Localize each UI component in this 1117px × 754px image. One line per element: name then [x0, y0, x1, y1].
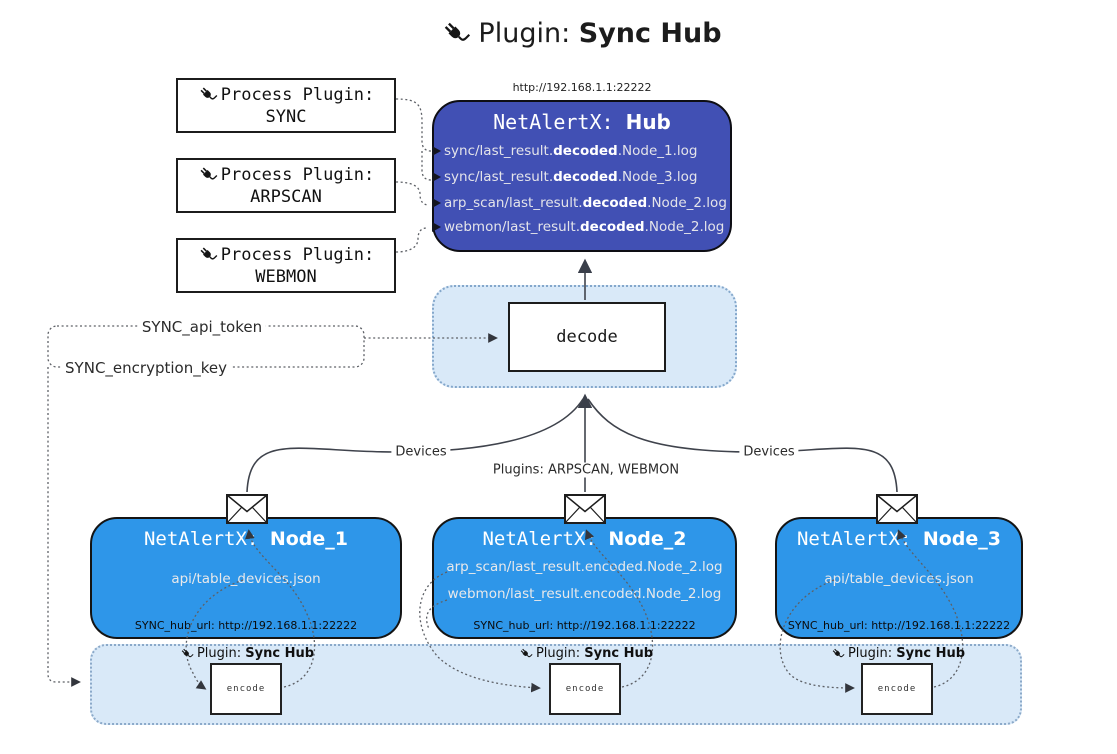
band-plugin-label: Plugin: Sync Hub: [180, 646, 314, 661]
plug-icon: [198, 164, 218, 183]
process-plugin-box-arpscan: Process Plugin: ARPSCAN: [176, 158, 396, 213]
sync-encryption-key-label: SYNC_encryption_key: [61, 359, 231, 377]
hub-log-list: sync/last_result.decoded.Node_1.log sync…: [432, 139, 730, 239]
page-title-text: Plugin: Sync Hub: [478, 18, 722, 49]
plug-icon: [198, 244, 218, 263]
node-files: arp_scan/last_result.encoded.Node_2.log …: [434, 554, 735, 608]
connector-webmon-plugin: [395, 227, 428, 253]
decode-box: decode: [508, 302, 666, 372]
hub-log-line: sync/last_result.decoded.Node_3.log: [432, 165, 730, 189]
node-box-1: NetAlertX: Node_1 api/table_devices.json…: [90, 517, 402, 639]
process-plugin-label: Process Plugin:: [220, 244, 375, 265]
plug-icon: [519, 646, 533, 659]
process-plugin-name: ARPSCAN: [250, 186, 322, 207]
node-box-3: NetAlertX: Node_3 api/table_devices.json…: [775, 517, 1023, 639]
encode-box: encode: [549, 663, 621, 715]
arrow-bullet-icon: [432, 198, 441, 208]
envelope-icon: [226, 494, 268, 524]
process-plugin-name: WEBMON: [255, 266, 317, 287]
process-plugin-box-webmon: Process Plugin: WEBMON: [176, 238, 396, 293]
envelope-icon: [876, 494, 918, 524]
node-file: webmon/last_result.encoded.Node_2.log: [447, 586, 722, 602]
node-title: NetAlertX: Node_1: [143, 528, 348, 550]
page-title: Plugin: Sync Hub: [46, 18, 1117, 49]
hub-title: NetAlertX: Hub: [493, 110, 671, 134]
encode-box: encode: [210, 663, 282, 715]
band-plugin-text: Plugin: Sync Hub: [535, 646, 654, 661]
process-plugin-label: Process Plugin:: [220, 164, 375, 185]
plug-icon: [180, 646, 194, 659]
plug-icon: [198, 84, 218, 103]
devices-edge-label-right: Devices: [739, 444, 799, 460]
hub-log-line: arp_scan/last_result.decoded.Node_2.log: [432, 191, 730, 215]
connector-sync-plugin: [395, 98, 432, 181]
band-plugin-label: Plugin: Sync Hub: [519, 646, 653, 661]
arrow-bullet-icon: [432, 146, 441, 156]
node-files: api/table_devices.json: [92, 566, 400, 593]
band-plugin-text: Plugin: Sync Hub: [847, 646, 966, 661]
node-file: api/table_devices.json: [171, 571, 321, 587]
envelope-icon: [564, 494, 606, 524]
plugins-edge-label: Plugins: ARPSCAN, WEBMON: [488, 462, 684, 478]
node-hub-url: SYNC_hub_url: http://192.168.1.1:22222: [473, 619, 696, 632]
devices-edge-label-left: Devices: [391, 444, 451, 460]
hub-url: http://192.168.1.1:22222: [512, 81, 652, 94]
connector-key-to-band: [47, 367, 81, 687]
plug-icon: [443, 18, 471, 46]
band-plugin-label: Plugin: Sync Hub: [831, 646, 965, 661]
connector-arpscan-plugin: [395, 181, 430, 206]
node-file: api/table_devices.json: [824, 571, 974, 587]
process-plugin-box-sync: Process Plugin: SYNC: [176, 78, 396, 133]
hub-box: NetAlertX: Hub sync/last_result.decoded.…: [432, 100, 732, 252]
plug-icon: [831, 646, 845, 659]
node-hub-url: SYNC_hub_url: http://192.168.1.1:22222: [787, 619, 1011, 632]
node-box-2: NetAlertX: Node_2 arp_scan/last_result.e…: [432, 517, 737, 639]
band-plugin-text: Plugin: Sync Hub: [196, 646, 315, 661]
node-files: api/table_devices.json: [777, 566, 1021, 593]
node-title: NetAlertX: Node_2: [482, 528, 687, 550]
hub-log-line: webmon/last_result.decoded.Node_2.log: [432, 215, 730, 239]
process-plugin-name: SYNC: [265, 106, 307, 127]
arrow-bullet-icon: [432, 172, 441, 182]
node-title: NetAlertX: Node_3: [796, 528, 1001, 550]
node-file: arp_scan/last_result.encoded.Node_2.log: [446, 559, 723, 575]
node-hub-url: SYNC_hub_url: http://192.168.1.1:22222: [134, 619, 358, 632]
encode-box: encode: [861, 663, 933, 715]
process-plugin-label: Process Plugin:: [220, 84, 375, 105]
sync-api-token-label: SYNC_api_token: [137, 318, 267, 336]
arrow-bullet-icon: [432, 222, 441, 232]
hub-log-line: sync/last_result.decoded.Node_1.log: [432, 139, 730, 163]
